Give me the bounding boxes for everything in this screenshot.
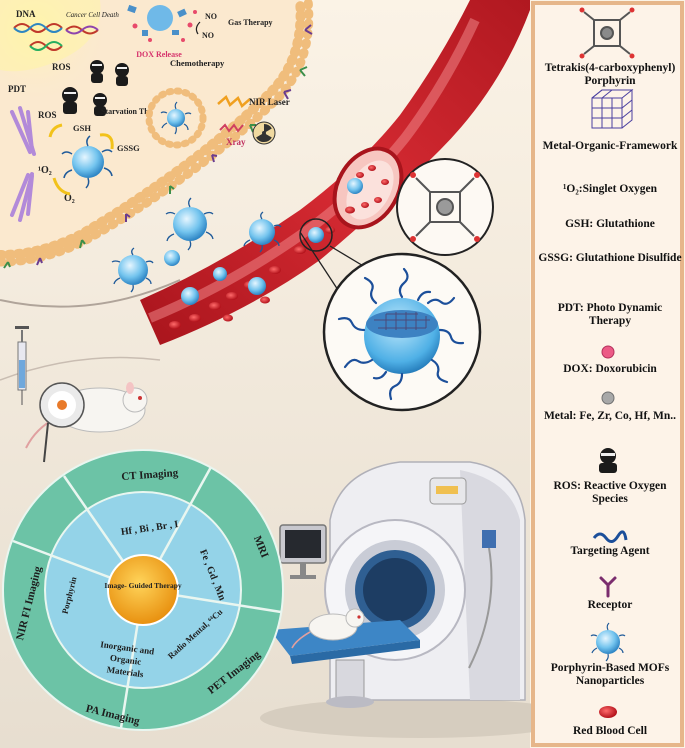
legend-rbc-icon bbox=[599, 706, 617, 718]
singlet-oxygen-label: ¹O₂ bbox=[38, 165, 52, 176]
gssg-label: GSSG bbox=[117, 143, 140, 153]
no-label-2: NO bbox=[202, 31, 214, 40]
legend-label-receptor: Receptor bbox=[587, 599, 633, 611]
dna-helix-icon bbox=[13, 23, 99, 51]
gsh-label: GSH bbox=[73, 123, 91, 133]
nir-laser-label: NIR Laser bbox=[249, 97, 290, 107]
dox-release-label: DOX Release bbox=[136, 50, 182, 59]
o2-arrow-icon bbox=[52, 177, 71, 196]
chemotherapy-label: Chemotherapy bbox=[170, 58, 225, 68]
legend-label-metal: Metal: Fe, Zr, Co, Hf, Mn.. bbox=[543, 410, 677, 422]
no-label-1: NO bbox=[205, 12, 217, 21]
legend-label-pdt: PDT: Photo Dynamic Therapy bbox=[557, 302, 663, 327]
legend-panel bbox=[531, 1, 684, 747]
legend-nanoparticle-icon bbox=[590, 622, 626, 662]
mri-scanner-illustration bbox=[260, 461, 580, 738]
cancer-cell-death-label: Cancer Cell Death bbox=[66, 11, 119, 19]
dox-release-cluster bbox=[127, 4, 197, 42]
mouse-injection-illustration bbox=[0, 279, 181, 463]
gsh-arrow-icon bbox=[48, 123, 63, 138]
ros-top-label: ROS bbox=[52, 62, 71, 72]
vessel-nanoparticles bbox=[111, 178, 363, 305]
pdt-label: PDT bbox=[8, 84, 26, 94]
wheel-center bbox=[107, 554, 179, 626]
zoom-circle-small bbox=[299, 218, 333, 252]
wheel-center-label: Image- Guided Therapy bbox=[104, 581, 182, 590]
radiation-icon bbox=[252, 121, 276, 145]
legend-label-targeting-agent: Targeting Agent bbox=[570, 545, 650, 557]
starvation-therapy-label: Starvation Therapy bbox=[101, 107, 168, 116]
imaging-wheel bbox=[2, 449, 284, 731]
ros-mid-label: ROS bbox=[38, 110, 57, 120]
nir-laser-icon bbox=[217, 94, 251, 109]
pdt-strands-icon bbox=[10, 106, 36, 222]
legend-label-gssg: GSSG: Glutathione Disulfide bbox=[538, 252, 682, 264]
ct-imaging-label: CT Imaging bbox=[121, 467, 179, 483]
xray-label: Xray bbox=[226, 137, 246, 147]
legend-label-singlet-oxygen: ¹O₂:Singlet Oxygen bbox=[562, 183, 658, 195]
wheel-center-line1: Image- Guided Therapy bbox=[104, 581, 182, 590]
legend-label-rbc: Red Blood Cell bbox=[572, 725, 648, 737]
cell-nanoparticle bbox=[61, 135, 113, 189]
syringe-icon bbox=[15, 326, 29, 405]
legend-mof-icon bbox=[591, 88, 634, 129]
endosome-vesicle bbox=[145, 87, 207, 149]
legend-label-mof: Metal-Organic-Framework bbox=[542, 140, 678, 152]
ros-ninja-icons bbox=[62, 60, 129, 116]
dna-label: DNA bbox=[16, 9, 36, 19]
oxygen-label: O₂ bbox=[64, 193, 75, 204]
legend-label-porphyrin: Tetrakis(4-carboxyphenyl) Porphyrin bbox=[544, 62, 676, 87]
porphyrin-zoom-circle bbox=[396, 158, 494, 256]
membrane-receptors bbox=[3, 24, 313, 269]
legend-targeting-agent-icon bbox=[592, 530, 628, 543]
nanoparticle-zoom-circle bbox=[322, 252, 482, 412]
legend-label-gsh: GSH: Glutathione bbox=[565, 218, 655, 230]
xray-wave-icon bbox=[219, 123, 244, 133]
legend-ninja-icon bbox=[599, 448, 617, 473]
legend-metal-icon bbox=[601, 391, 615, 405]
legend-porphyrin-icon bbox=[579, 7, 635, 59]
legend-label-nanoparticles: Porphyrin-Based MOFs Nanoparticles bbox=[550, 662, 670, 687]
legend-label-dox: DOX: Doxorubicin bbox=[563, 363, 657, 375]
legend-label-ros: ROS: Reactive Oxygen Species bbox=[553, 480, 667, 505]
legend-receptor-icon bbox=[599, 576, 617, 598]
vessel-red-blood-cells bbox=[169, 165, 389, 329]
gas-therapy-label: Gas Therapy bbox=[228, 18, 273, 27]
legend-dox-icon bbox=[601, 345, 615, 359]
gssg-arrow-icon bbox=[99, 133, 114, 150]
